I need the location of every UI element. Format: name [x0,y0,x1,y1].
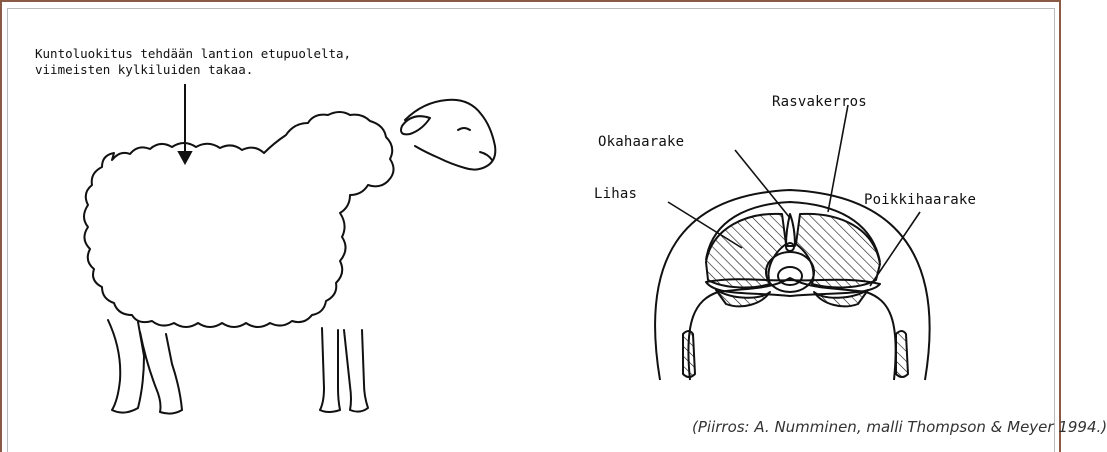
instruction-line-1: Kuntoluokitus tehdään lantion etupuolelt… [35,46,352,61]
leader-okahaarake [734,149,791,219]
figure-caption: (Piirros: A. Numminen, malli Thompson & … [692,418,1107,436]
label-lihas: Lihas [594,186,638,202]
instruction-line-2: viimeisten kylkiluiden takaa. [35,62,254,77]
loin-arrow [177,84,193,166]
figure-panel [7,8,1055,452]
label-rasvakerros: Rasvakerros [772,94,867,110]
frame-border-top [0,0,1061,2]
transverse-process [705,278,881,297]
canal-dot [785,242,795,252]
right-rib [895,330,909,378]
label-okahaarake: Okahaarake [598,134,685,150]
right-muscle [795,212,881,289]
frame-border-left [0,0,2,452]
leader-rasvakerros [827,104,849,213]
leader-lines [667,104,921,287]
sheep-head-outline [404,98,497,171]
left-rib [682,330,696,378]
fat-layer-line [705,201,881,263]
sheep-hind-leg-2 [139,331,183,415]
drawings [83,84,931,415]
sheep-hind-leg-1 [107,319,145,414]
leader-lihas [667,201,743,249]
left-muscle [705,212,787,289]
spinal-canal [777,266,803,286]
sheep-eye [457,127,471,131]
sheep-front-leg-2 [343,329,369,413]
cross-section-diagram [654,189,931,381]
sheep-illustration [83,98,497,415]
leader-poikkihaarake [869,211,921,287]
outer-arch [654,189,931,381]
left-lower-muscle [715,289,771,308]
inner-arch [687,277,897,381]
label-poikkihaarake: Poikkihaarake [864,192,977,208]
sheep-ear [400,115,431,136]
right-lower-muscle [813,289,869,308]
instruction-text: Kuntoluokitus tehdään lantion etupuolelt… [35,46,351,78]
spinous-process [785,213,796,247]
frame-border-right [1059,0,1061,452]
sheep-front-leg-1 [319,327,341,413]
sheep-body-outline [83,111,395,328]
sheep-mouth [479,151,493,161]
